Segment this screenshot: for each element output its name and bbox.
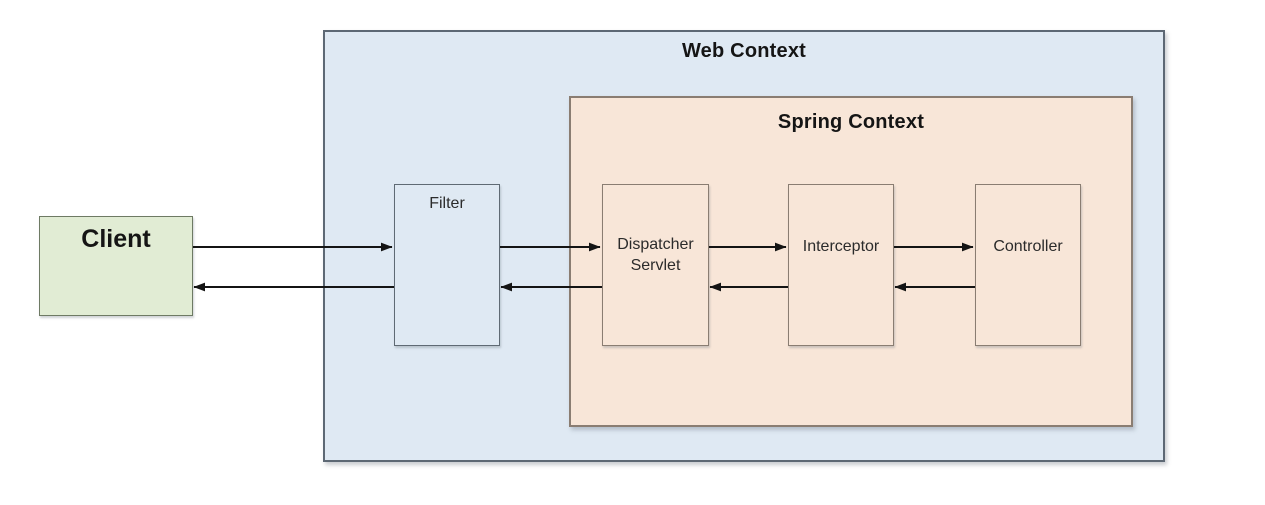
node-controller: Controller <box>975 184 1081 346</box>
node-client: Client <box>39 216 193 316</box>
node-dispatcher-servlet-label: Dispatcher Servlet <box>617 236 694 274</box>
spring-context-title: Spring Context <box>777 111 925 133</box>
node-dispatcher-servlet: Dispatcher Servlet <box>602 184 709 346</box>
node-controller-label: Controller <box>993 238 1063 255</box>
web-context-title: Web Context <box>681 40 807 62</box>
node-interceptor: Interceptor <box>788 184 894 346</box>
node-filter: Filter <box>394 184 500 346</box>
node-interceptor-label: Interceptor <box>802 238 880 255</box>
node-client-label: Client <box>81 225 151 253</box>
node-filter-label: Filter <box>429 195 465 212</box>
